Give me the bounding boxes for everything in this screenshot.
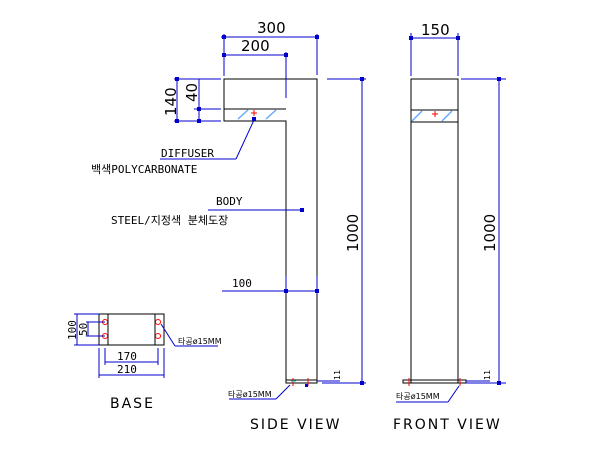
side-view-title: SIDE VIEW bbox=[250, 417, 342, 433]
dim-1000-front: 1000 bbox=[481, 214, 499, 252]
diffuser-hatch bbox=[265, 109, 277, 120]
base-plate bbox=[285, 379, 318, 384]
side-hole-label: 타공ø15MM bbox=[228, 390, 272, 399]
base-title: BASE bbox=[110, 396, 155, 412]
dim-base-100: 100 bbox=[66, 320, 79, 340]
base-hole-label: 타공ø15MM bbox=[178, 337, 222, 346]
side-view: 300 200 140 40 1000 11 100 DIFF bbox=[91, 19, 366, 433]
body-material: STEEL/지정색 분체도장 bbox=[111, 214, 228, 227]
base-holes bbox=[102, 319, 161, 339]
diffuser-hatch bbox=[237, 109, 249, 120]
diffuser-leader bbox=[235, 119, 255, 160]
base-outline bbox=[98, 313, 165, 346]
front-view-outline bbox=[410, 78, 459, 384]
diffuser-label: DIFFUSER bbox=[161, 147, 214, 160]
dim-11-side: 11 bbox=[333, 370, 342, 380]
front-hole-label: 타공ø15MM bbox=[396, 392, 440, 401]
dim-100: 100 bbox=[232, 277, 252, 290]
dim-200: 200 bbox=[241, 37, 270, 55]
dim-150: 150 bbox=[421, 21, 450, 39]
center-mark bbox=[251, 110, 257, 116]
dim-300: 300 bbox=[257, 19, 286, 37]
front-view-title: FRONT VIEW bbox=[393, 417, 502, 433]
diffuser-material: 백색POLYCARBONATE bbox=[91, 163, 197, 176]
dim-base-210: 210 bbox=[117, 363, 137, 376]
dim-base-50: 50 bbox=[77, 323, 90, 336]
body-label: BODY bbox=[216, 195, 243, 208]
dim-140: 140 bbox=[162, 87, 180, 116]
side-view-outline bbox=[223, 78, 318, 384]
front-base-plate bbox=[402, 379, 467, 384]
front-view: 150 1000 11 타공ø15MM FRONT VIEW bbox=[393, 21, 506, 433]
base-view: 100 50 170 210 타공ø15MM BASE bbox=[66, 313, 222, 412]
dim-1000-side: 1000 bbox=[344, 214, 362, 252]
dim-base-170: 170 bbox=[117, 350, 137, 363]
dim-11-front: 11 bbox=[483, 370, 492, 380]
dim-40: 40 bbox=[183, 83, 201, 102]
